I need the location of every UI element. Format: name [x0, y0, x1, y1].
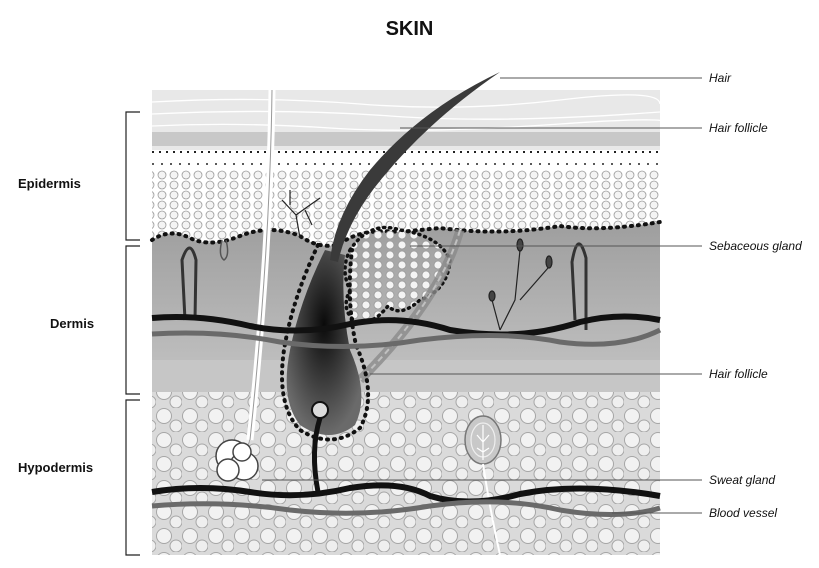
callout-sweat-gland: Sweat gland	[709, 473, 775, 487]
lower-dermis-band	[152, 360, 660, 392]
callout-blood-vessel: Blood vessel	[709, 506, 777, 520]
tissue-block	[152, 72, 669, 555]
layer-label-dermis: Dermis	[50, 316, 94, 331]
diagram-title: SKIN	[0, 18, 819, 41]
keratin-dots	[152, 152, 660, 164]
layer-label-hypodermis: Hypodermis	[18, 460, 93, 475]
callout-hair: Hair	[709, 71, 731, 85]
layer-brackets	[126, 112, 140, 555]
hair-papilla	[312, 402, 328, 418]
callout-sebaceous-gland: Sebaceous gland	[709, 239, 802, 253]
callout-hair-follicle-lower: Hair follicle	[709, 367, 768, 381]
layer-label-epidermis: Epidermis	[18, 176, 81, 191]
callout-hair-follicle-upper: Hair follicle	[709, 121, 768, 135]
